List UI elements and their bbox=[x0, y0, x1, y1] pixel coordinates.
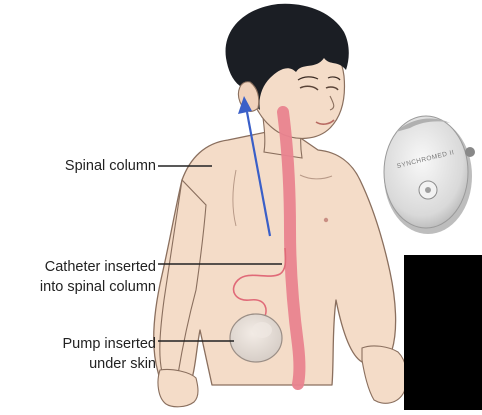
label-pump-line1: Pump inserted bbox=[63, 334, 157, 354]
implanted-pump bbox=[230, 314, 282, 362]
label-catheter-line1: Catheter inserted bbox=[40, 257, 156, 277]
nipple-mark bbox=[324, 218, 328, 222]
label-pump: Pump inserted under skin bbox=[63, 334, 157, 374]
label-spinal-column-text: Spinal column bbox=[65, 158, 156, 174]
right-hand bbox=[362, 346, 407, 403]
label-pump-line2: under skin bbox=[63, 354, 157, 374]
implanted-pump-highlight bbox=[252, 322, 272, 338]
left-hand bbox=[158, 369, 198, 406]
redaction-block bbox=[404, 255, 482, 410]
label-catheter-line2: into spinal column bbox=[40, 277, 156, 297]
label-spinal-column: Spinal column bbox=[65, 156, 156, 176]
label-catheter: Catheter inserted into spinal column bbox=[40, 257, 156, 297]
pump-device: SYNCHROMED II bbox=[384, 116, 475, 234]
